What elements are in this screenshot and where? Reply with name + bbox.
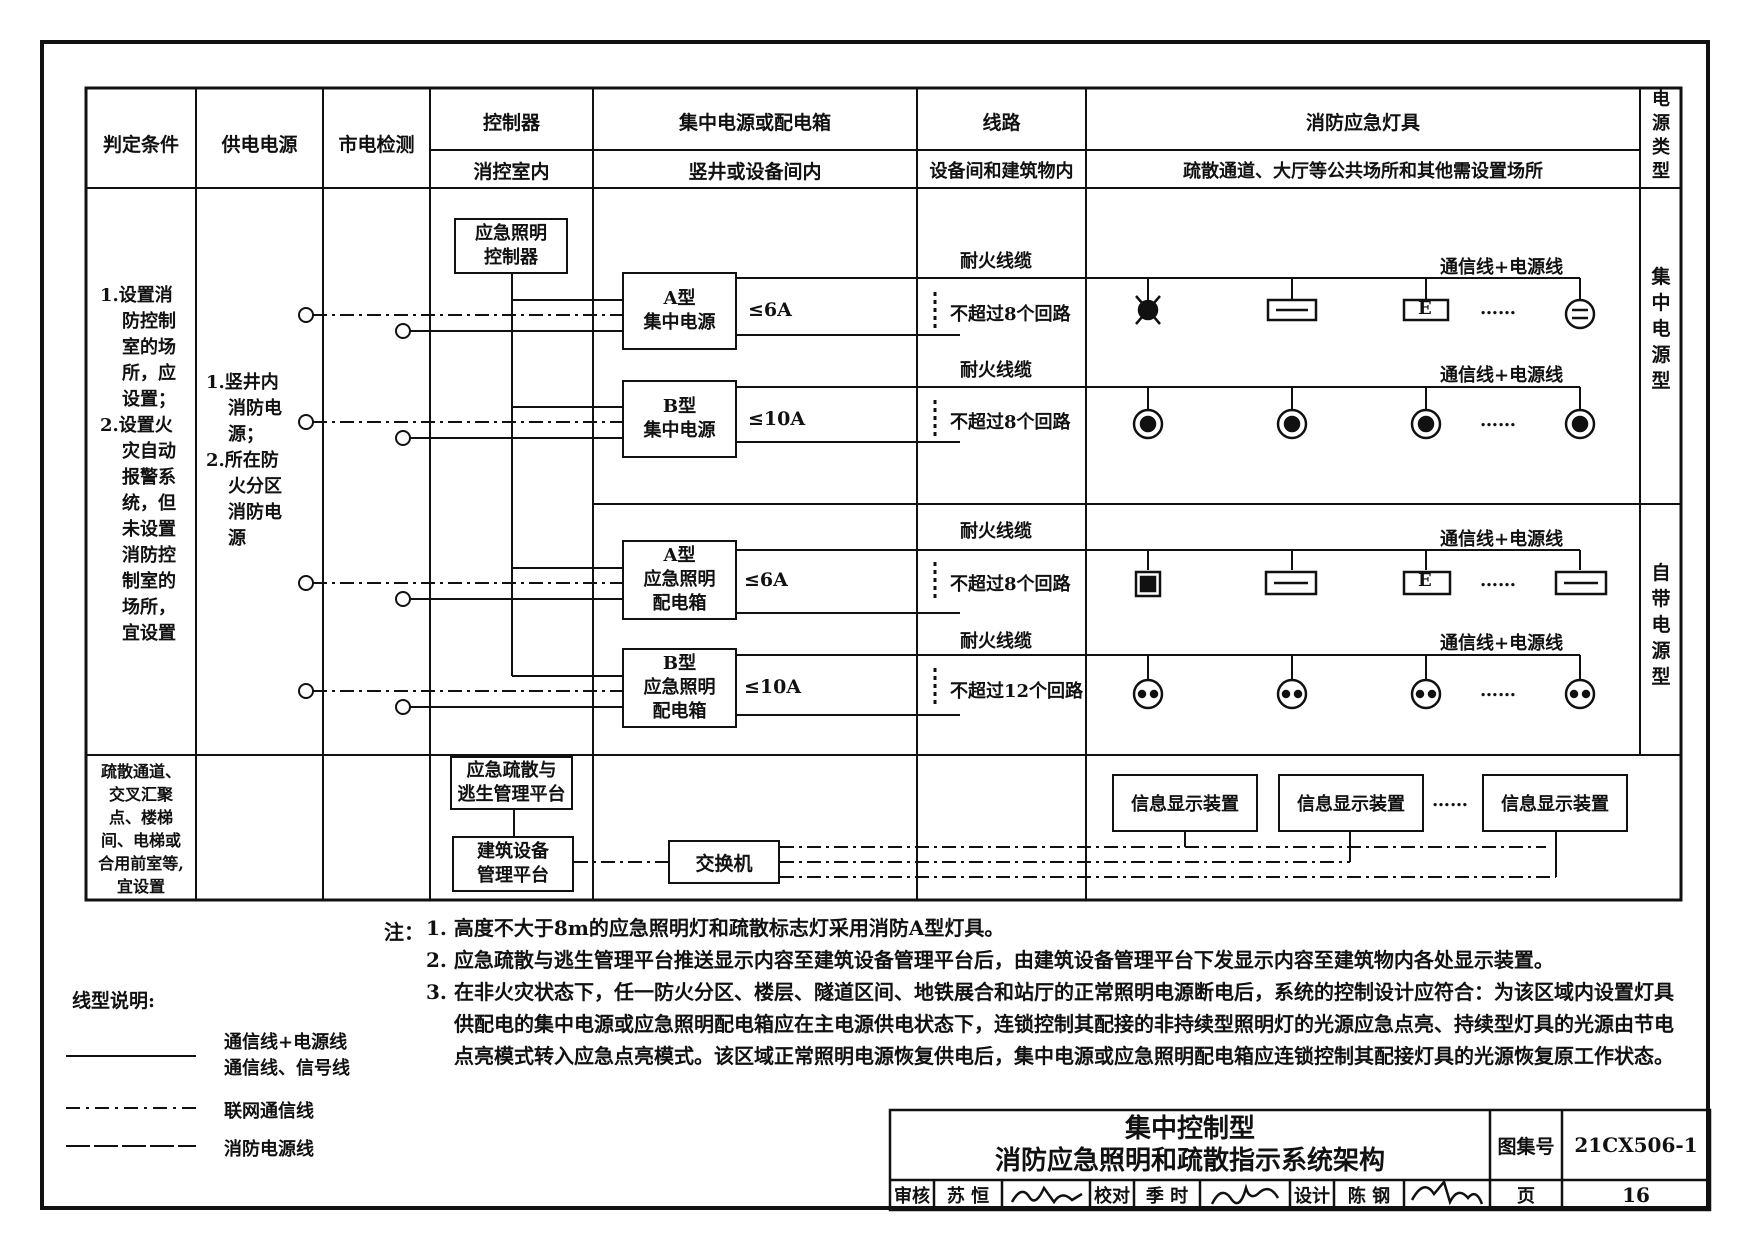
legend-network: 联网通信线 [224, 1101, 314, 1122]
legend-comm-power: 通信线+电源线通信线、信号线 [224, 1032, 350, 1079]
comm-power-line-label: 通信线+电源线 [1440, 365, 1564, 386]
current-limit: ≤6A [744, 569, 788, 591]
review-label: 审核 [894, 1186, 930, 1207]
reviewer-name: 苏 恒 [946, 1186, 990, 1207]
header-equip-room: 设备间和建筑物内 [929, 161, 1074, 182]
loop-limit: 不超过8个回路 [950, 574, 1071, 595]
note-2: 2. 应急疏散与逃生管理平台推送显示内容至建筑设备管理平台后，由建筑设备管理平台… [426, 948, 1554, 972]
loop-limit: 不超过8个回路 [950, 412, 1071, 433]
checker-name: 季 时 [1145, 1186, 1189, 1207]
header-line: 线路 [982, 112, 1021, 134]
header-shaft: 竖井或设备间内 [688, 161, 822, 183]
drawing-title: 集中控制型消防应急照明和疏散指示系统架构 [994, 1114, 1385, 1176]
info-display-device[interactable]: 信息显示装置 [1278, 774, 1424, 832]
legend-title: 线型说明: [72, 990, 156, 1012]
more-fixtures: …… [1480, 410, 1516, 431]
header-power-box: 集中电源或配电箱 [678, 112, 831, 134]
building-management-platform[interactable]: 建筑设备管理平台 [452, 836, 574, 892]
more-displays: …… [1432, 790, 1468, 811]
cable-label: 耐火线缆 [960, 251, 1032, 272]
a-type-distribution-box[interactable]: A型应急照明配电箱 [622, 540, 737, 620]
more-fixtures: …… [1480, 680, 1516, 701]
cable-label: 耐火线缆 [960, 521, 1032, 542]
signatures [1010, 1179, 1484, 1206]
cable-label: 耐火线缆 [960, 631, 1032, 652]
more-fixtures: …… [1480, 570, 1516, 591]
atlas-label: 图集号 [1497, 1135, 1555, 1158]
comm-power-line-label: 通信线+电源线 [1440, 257, 1564, 278]
note-3: 在非火灾状态下，任一防火分区、楼层、隧道区间、地铁展合和站厅的正常照明电源断电后… [454, 980, 1674, 1068]
cable-label: 耐火线缆 [960, 360, 1032, 381]
header-supply: 供电电源 [221, 134, 298, 156]
header-mains-detect: 市电检测 [338, 134, 415, 156]
page-number: 16 [1622, 1183, 1650, 1207]
header-condition: 判定条件 [102, 134, 179, 156]
header-fixtures: 消防应急灯具 [1305, 112, 1420, 134]
atlas-number: 21CX506-1 [1574, 1133, 1698, 1157]
exit-sign-icon: E [1418, 298, 1432, 319]
info-display-device[interactable]: 信息显示装置 [1112, 774, 1258, 832]
designer-name: 陈 钢 [1347, 1186, 1391, 1207]
condition-main: 1.设置消防控制室的场所，应设置； 2.设置火灾自动报警系统，但未设置消防控制室… [100, 285, 176, 644]
b-type-distribution-box[interactable]: B型应急照明配电箱 [622, 648, 737, 728]
header-public-area: 疏散通道、大厅等公共场所和其他需设置场所 [1183, 161, 1543, 182]
exit-sign-icon: E [1418, 570, 1432, 591]
header-controller: 控制器 [482, 112, 540, 134]
loop-limit: 不超过12个回路 [950, 681, 1084, 702]
evacuation-platform[interactable]: 应急疏散与逃生管理平台 [450, 756, 573, 810]
b-type-central-power[interactable]: B型集中电源 [622, 380, 737, 458]
supply-text: 1.竖井内消防电源；2.所在防火分区消防电源 [206, 372, 282, 549]
notes-label: 注： [384, 920, 424, 944]
current-limit: ≤10A [744, 676, 802, 698]
legend-fire-power: 消防电源线 [224, 1139, 314, 1160]
current-limit: ≤6A [748, 299, 792, 321]
note-3-number: 3. [426, 980, 447, 1004]
power-type-central: 集中电源型 [1651, 266, 1671, 392]
comm-power-line-label: 通信线+电源线 [1440, 529, 1564, 550]
drawing-frame [40, 40, 1710, 1210]
comm-power-line-label: 通信线+电源线 [1440, 633, 1564, 654]
header-control-room: 消控室内 [473, 161, 550, 183]
condition-info: 疏散通道、交叉汇聚点、楼梯间、电梯或合用前室等,宜设置 [98, 762, 184, 896]
network-switch[interactable]: 交换机 [668, 840, 780, 884]
emergency-lighting-controller[interactable]: 应急照明控制器 [454, 218, 568, 274]
loop-limit: 不超过8个回路 [950, 304, 1071, 325]
design-label: 设计 [1294, 1186, 1330, 1207]
header-power-type: 电源类型 [1652, 89, 1670, 182]
note-1: 1. 高度不大于8m的应急照明灯和疏散标志灯采用消防A型灯具。 [426, 916, 1005, 940]
power-type-self: 自带电源型 [1651, 562, 1671, 688]
info-display-device[interactable]: 信息显示装置 [1482, 774, 1628, 832]
current-limit: ≤10A [748, 408, 806, 430]
page-label: 页 [1517, 1186, 1535, 1207]
check-label: 校对 [1094, 1186, 1130, 1207]
a-type-central-power[interactable]: A型集中电源 [622, 272, 737, 350]
more-fixtures: …… [1480, 298, 1516, 319]
